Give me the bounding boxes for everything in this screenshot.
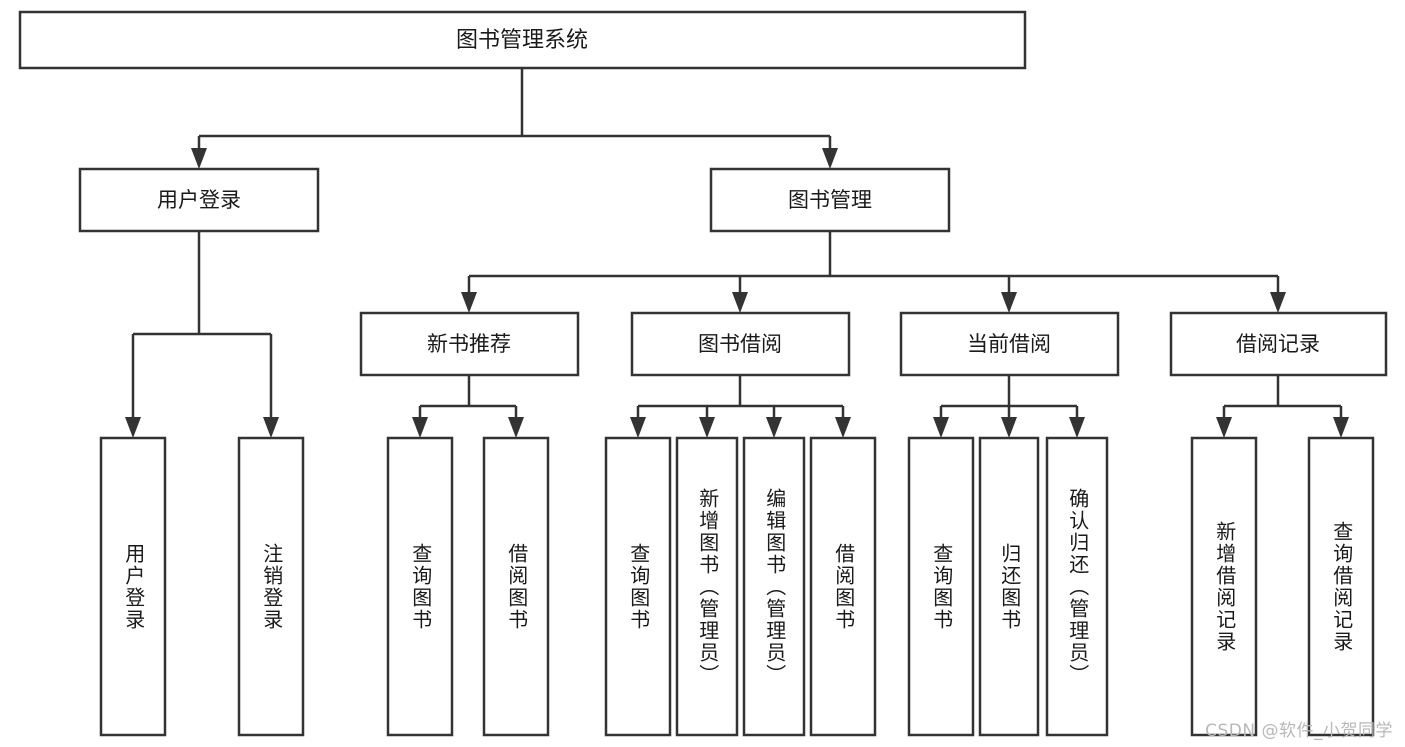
arrow-head-leaf-user-login-1	[125, 417, 141, 438]
node-current-borrow-box[interactable]	[899, 311, 1120, 377]
arrow-head-leaf-borrowrecord-1	[1216, 417, 1232, 438]
arrow-head-leaf-currentborrow-2	[1001, 417, 1017, 438]
node-book-borrow-label: 图书借阅	[698, 332, 782, 356]
leaf-box-currentborrow-1[interactable]	[907, 436, 975, 737]
arrow-head-bookmgmt	[822, 148, 838, 169]
node-book-borrow[interactable]: 图书借阅	[630, 311, 851, 377]
arrow-head-leaf-newbook-1	[412, 417, 428, 438]
leaf-box-bookborrow-2[interactable]	[675, 436, 739, 737]
arrow-head-leaf-user-login-2	[263, 417, 279, 438]
node-current-borrow-label: 当前借阅	[967, 332, 1051, 356]
arrow-head-currentborrow	[1001, 292, 1017, 313]
leaf-box-user-login-1[interactable]	[99, 436, 167, 737]
connector-group-borrowrecord	[1216, 375, 1349, 438]
arrow-head-leaf-currentborrow-1	[933, 417, 949, 438]
node-borrow-record[interactable]: 借阅记录	[1169, 311, 1388, 377]
node-current-borrow[interactable]: 当前借阅	[899, 311, 1120, 377]
node-book-borrow-box[interactable]	[630, 311, 851, 377]
leaf-box-user-login-2[interactable]	[237, 436, 305, 737]
node-new-book-recommend[interactable]: 新书推荐	[359, 311, 580, 377]
arrow-head-leaf-bookborrow-4	[835, 417, 851, 438]
connector-group-bookborrow	[630, 375, 851, 438]
arrow-head-userlogin	[191, 148, 207, 169]
node-root-label: 图书管理系统	[456, 28, 588, 53]
connector-group-userlogin	[125, 231, 279, 438]
node-book-management[interactable]: 图书管理	[709, 167, 951, 233]
node-borrow-record-box[interactable]	[1169, 311, 1388, 377]
arrow-head-bookborrow	[732, 292, 748, 313]
node-book-management-label: 图书管理	[788, 188, 872, 212]
leaf-box-bookborrow-1[interactable]	[604, 436, 672, 737]
leaf-box-newbook-1[interactable]	[386, 436, 454, 737]
leaf-box-borrowrecord-2[interactable]	[1307, 436, 1375, 737]
leaf-box-currentborrow-3[interactable]	[1045, 436, 1109, 737]
node-borrow-record-label: 借阅记录	[1236, 332, 1320, 356]
node-book-management-box[interactable]	[709, 167, 951, 233]
leaf-box-bookborrow-3[interactable]	[742, 436, 806, 737]
leaf-box-newbook-2[interactable]	[482, 436, 550, 737]
arrow-head-borrowrecord	[1270, 292, 1286, 313]
node-user-login[interactable]: 用户登录	[78, 167, 320, 233]
arrow-head-leaf-newbook-2	[508, 417, 524, 438]
node-new-book-recommend-label: 新书推荐	[427, 332, 511, 356]
connector-group-root	[191, 68, 838, 169]
leaf-box-bookborrow-4[interactable]	[809, 436, 877, 737]
connector-group-newbook	[412, 375, 524, 438]
arrow-head-leaf-borrowrecord-2	[1333, 417, 1349, 438]
arrow-head-leaf-bookborrow-1	[630, 417, 646, 438]
node-user-login-label: 用户登录	[157, 188, 241, 212]
node-user-login-box[interactable]	[78, 167, 320, 233]
node-new-book-recommend-box[interactable]	[359, 311, 580, 377]
node-root-box[interactable]	[18, 10, 1027, 70]
arrow-head-leaf-bookborrow-3	[766, 417, 782, 438]
arrow-head-newbook	[461, 292, 477, 313]
leaf-box-currentborrow-2[interactable]	[978, 436, 1040, 737]
connector-group-currentborrow	[933, 375, 1085, 438]
connector-group-bookmgmt	[461, 231, 1286, 313]
arrow-head-leaf-bookborrow-2	[699, 417, 715, 438]
watermark-text: CSDN @软件_小贺同学	[1205, 721, 1393, 741]
node-root-book-management-system[interactable]: 图书管理系统	[18, 10, 1027, 70]
arrow-head-leaf-currentborrow-3	[1069, 417, 1085, 438]
leaf-box-borrowrecord-1[interactable]	[1190, 436, 1258, 737]
